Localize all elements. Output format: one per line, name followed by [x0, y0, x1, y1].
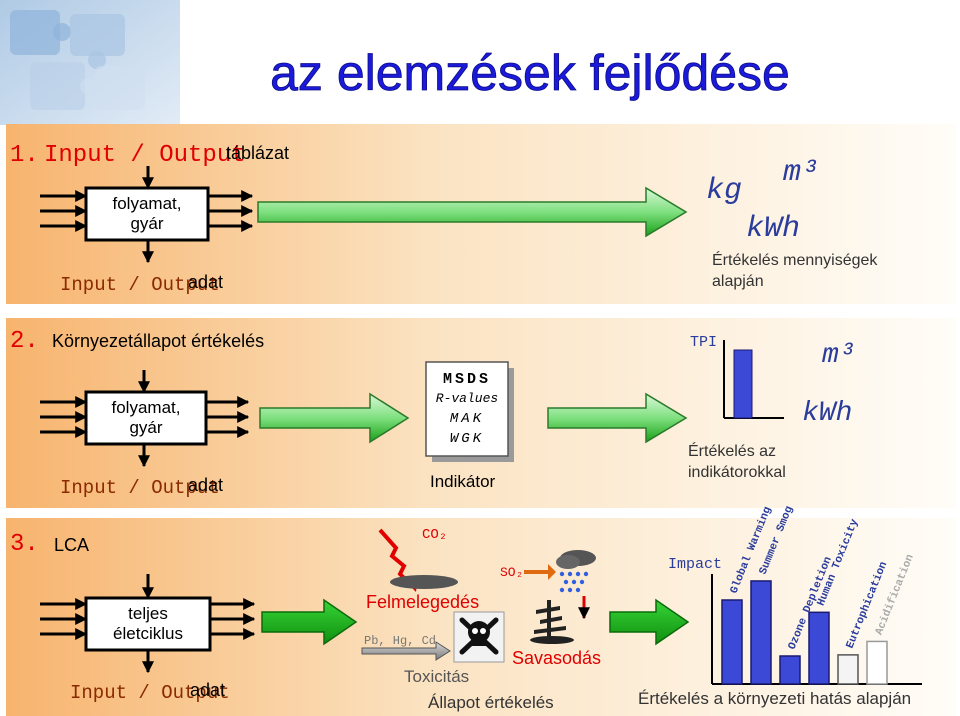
skull-icon [459, 617, 499, 655]
io-note: adat [188, 272, 223, 292]
process-line: teljes [128, 604, 168, 623]
input-arrows-icon [40, 574, 256, 674]
section-number: 3. [10, 531, 39, 558]
effect-label: Toxicitás [404, 667, 469, 686]
warming-zigzag-icon [378, 528, 414, 588]
doc-line: WGK [450, 431, 484, 447]
state-caption: Állapot értékelés [428, 693, 554, 712]
unit-m3: m³ [822, 340, 856, 371]
io-note: adat [190, 680, 225, 700]
metals-label: Pb, Hg, Cd [364, 634, 436, 648]
section-heading: Input / Output [44, 142, 246, 169]
section-heading: Környezetállapot értékelés [52, 331, 264, 351]
process-box [84, 390, 208, 446]
impact-bar [837, 654, 859, 685]
tpi-bar [733, 349, 753, 419]
impact-bar [750, 580, 772, 685]
ground-icon [390, 575, 458, 589]
flow-arrow-icon [261, 598, 358, 646]
doc-line: MSDS [443, 371, 491, 388]
page-title: az elemzések fejlődése [270, 45, 790, 101]
flow-arrow-icon [547, 392, 688, 444]
doc-line: MAK [450, 411, 484, 427]
unit-kwh: kWh [746, 212, 800, 246]
process-box [84, 596, 212, 652]
section-heading-note: táblázat [226, 143, 289, 163]
doc-caption: Indikátor [430, 472, 496, 491]
so2-arrow-icon [524, 564, 556, 580]
metals-arrow-icon [361, 641, 451, 661]
impact-bars [721, 580, 888, 685]
effect-label: Felmelegedés [366, 592, 479, 612]
impact-bar [721, 599, 743, 685]
impact-bar [808, 611, 830, 685]
document-icon [425, 361, 509, 457]
result-line: Értékelés mennyiségek [712, 250, 878, 269]
result-line: indikátorokkal [688, 464, 786, 481]
process-line: folyamat, [113, 194, 182, 213]
dead-tree-icon [530, 600, 574, 644]
tpi-label: TPI [690, 334, 717, 351]
so2-label: SO₂ [500, 565, 523, 580]
section-2: 2. Környezetállapot értékelés folyamat, … [10, 328, 856, 499]
unit-kg: kg [706, 174, 742, 208]
puzzle-background-icon [0, 0, 960, 125]
io-label: Input / Output [70, 682, 230, 704]
rain-icon [559, 571, 589, 593]
flow-arrow-icon [257, 186, 688, 238]
flow-arrow-icon [259, 392, 410, 444]
unit-kwh: kWh [802, 398, 852, 429]
result-caption: Értékelés a környezeti hatás alapján [638, 689, 911, 708]
impact-bar [779, 655, 801, 685]
io-note: adat [188, 475, 223, 495]
doc-line: R-values [436, 391, 498, 406]
io-label: Input / Output [60, 274, 220, 296]
process-line: gyár [129, 418, 162, 437]
flow-arrow-icon [609, 598, 690, 646]
section-heading: LCA [54, 535, 89, 555]
impact-axis-label: Impact [668, 556, 722, 573]
cloud-icon [556, 555, 580, 569]
process-box [84, 186, 210, 242]
process-line: gyár [130, 214, 163, 233]
result-line: Értékelés az [688, 441, 776, 460]
process-line: folyamat, [112, 398, 181, 417]
io-label: Input / Output [60, 477, 220, 499]
unit-m3: m³ [783, 156, 819, 190]
section-number: 1. [10, 142, 39, 169]
section-1: 1. Input / Output táblázat folyamat, gyá… [10, 142, 878, 296]
process-line: életciklus [113, 624, 183, 643]
impact-bar [866, 640, 888, 685]
input-arrows-icon [40, 166, 254, 264]
co2-label: CO₂ [422, 527, 447, 543]
input-arrows-icon [40, 370, 250, 468]
effect-label: Savasodás [512, 648, 601, 668]
result-line: alapján [712, 273, 764, 290]
section-number: 2. [10, 328, 39, 355]
